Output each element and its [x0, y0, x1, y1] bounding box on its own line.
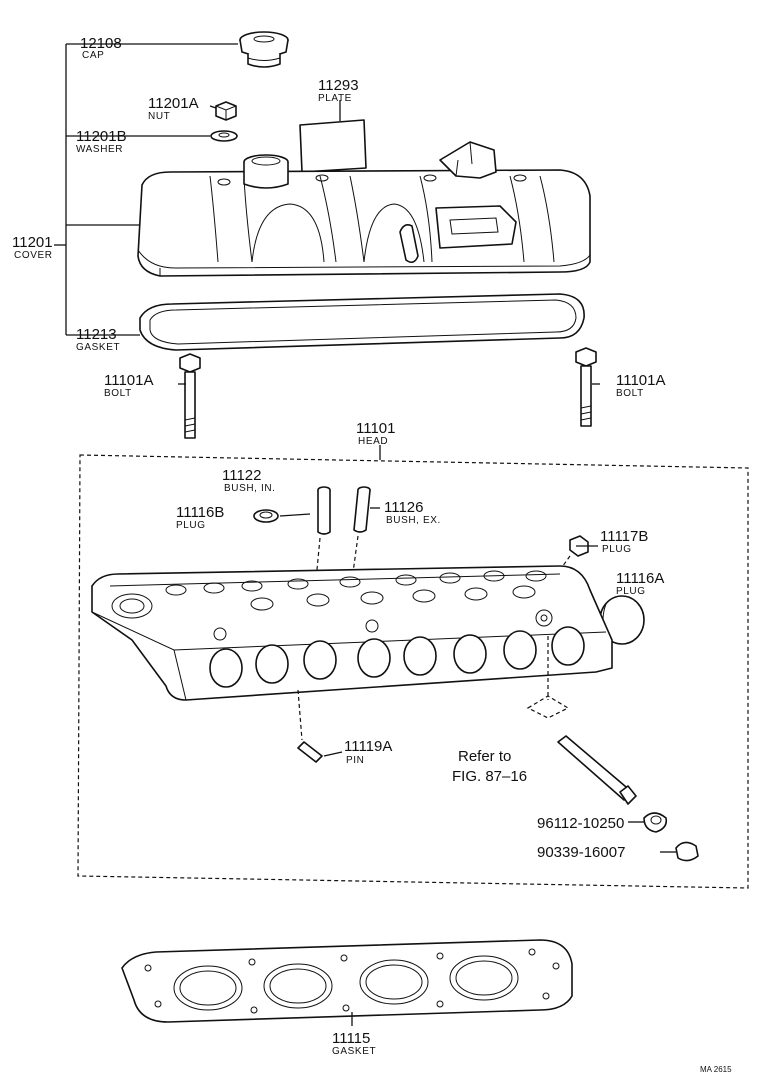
label-cover-name: COVER — [14, 250, 53, 261]
label-plug-11117b-number: 11117B — [600, 528, 648, 545]
label-part-96112: 96112-10250 — [537, 815, 624, 832]
label-cap-number: 12108 — [80, 35, 122, 52]
stud-part[interactable] — [557, 735, 637, 805]
label-pin-name: PIN — [346, 755, 364, 766]
label-nut-name: NUT — [148, 111, 170, 122]
label-bolt-left-name: BOLT — [104, 388, 132, 399]
label-bolt-right-name: BOLT — [616, 388, 644, 399]
bolt-right-part[interactable] — [575, 347, 597, 427]
label-head-gasket-name: GASKET — [332, 1046, 376, 1057]
label-plug-b-name: PLUG — [176, 520, 206, 531]
head-gasket-part[interactable] — [121, 939, 573, 1026]
nut-part[interactable] — [209, 101, 237, 121]
label-plug-a-name: PLUG — [616, 586, 646, 597]
label-cover-gasket-number: 11213 — [76, 326, 117, 343]
label-bolt-left-number: 11101A — [104, 372, 154, 389]
label-head-name: HEAD — [358, 436, 388, 447]
cover-gasket-part[interactable] — [139, 293, 585, 351]
label-nut-number: 11201A — [148, 95, 199, 112]
leader-lines — [178, 383, 600, 757]
bolt-left-part[interactable] — [179, 353, 201, 439]
cover-bracket — [54, 43, 238, 336]
plug-11116b-part[interactable] — [253, 509, 279, 523]
label-pin-number: 11119A — [344, 738, 392, 755]
label-part-90339: 90339-16007 — [537, 844, 625, 861]
label-bush-in-name: BUSH, IN. — [224, 483, 276, 494]
label-cover-number: 11201 — [12, 234, 53, 251]
label-plug-b-number: 11116B — [176, 504, 224, 521]
label-washer-name: WASHER — [76, 144, 123, 155]
label-washer-number: 11201B — [76, 128, 127, 145]
label-plate-number: 11293 — [318, 77, 359, 94]
pin-part[interactable] — [297, 741, 323, 763]
cylinder-head-part[interactable] — [91, 565, 613, 741]
plate-part[interactable] — [299, 100, 367, 173]
label-plate-name: PLATE — [318, 93, 352, 104]
label-cover-gasket-name: GASKET — [76, 342, 120, 353]
refer-to-line1: Refer to — [458, 748, 511, 765]
plug-11117b-part[interactable] — [559, 535, 589, 571]
head-group-box — [77, 445, 749, 889]
label-bolt-right-number: 11101A — [616, 372, 666, 389]
washer-part[interactable] — [210, 130, 238, 142]
part-96112-10250[interactable] — [628, 812, 668, 833]
label-plug-11117b-name: PLUG — [602, 544, 632, 555]
label-plug-a-number: 11116A — [616, 570, 664, 587]
label-head-number: 11101 — [356, 420, 396, 437]
cap-part[interactable] — [239, 31, 289, 68]
label-head-gasket-number: 11115 — [332, 1030, 370, 1047]
part-90339-16007[interactable] — [660, 841, 699, 862]
bush-ex-part[interactable] — [351, 486, 371, 581]
label-bush-ex-name: BUSH, EX. — [386, 515, 441, 526]
page-code: MA 2615 — [700, 1065, 732, 1074]
label-bush-in-number: 11122 — [222, 467, 262, 484]
refer-to-line2[interactable]: FIG. 87–16 — [452, 768, 527, 785]
label-bush-ex-number: 11126 — [384, 499, 424, 516]
valve-cover-part[interactable] — [137, 141, 591, 277]
label-cap-name: CAP — [82, 50, 104, 61]
